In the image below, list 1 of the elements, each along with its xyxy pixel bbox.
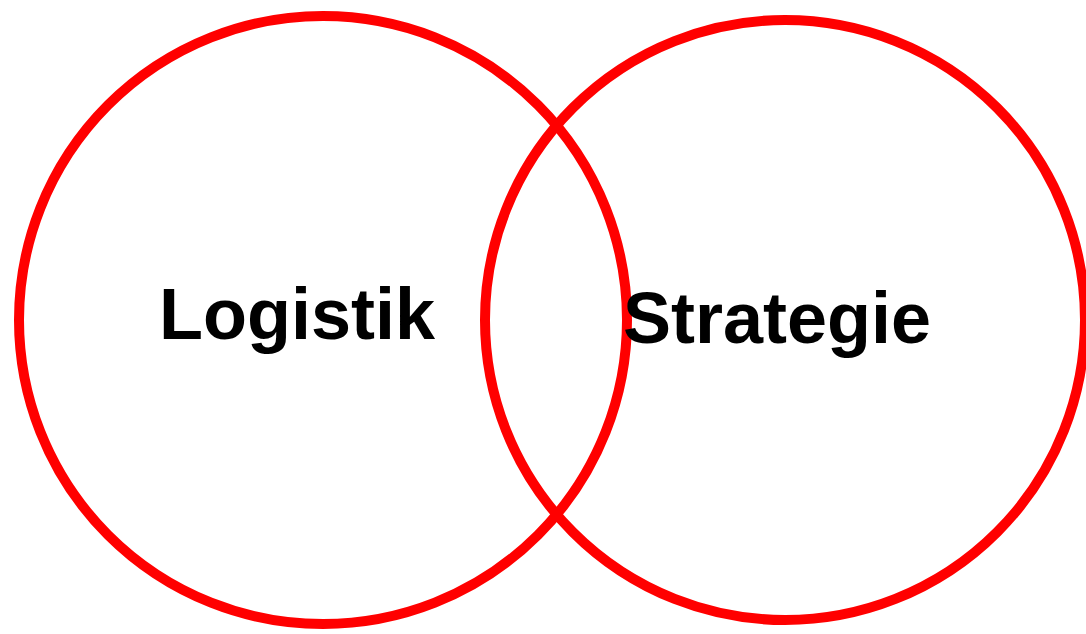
circle-label: Logistik (159, 273, 435, 355)
